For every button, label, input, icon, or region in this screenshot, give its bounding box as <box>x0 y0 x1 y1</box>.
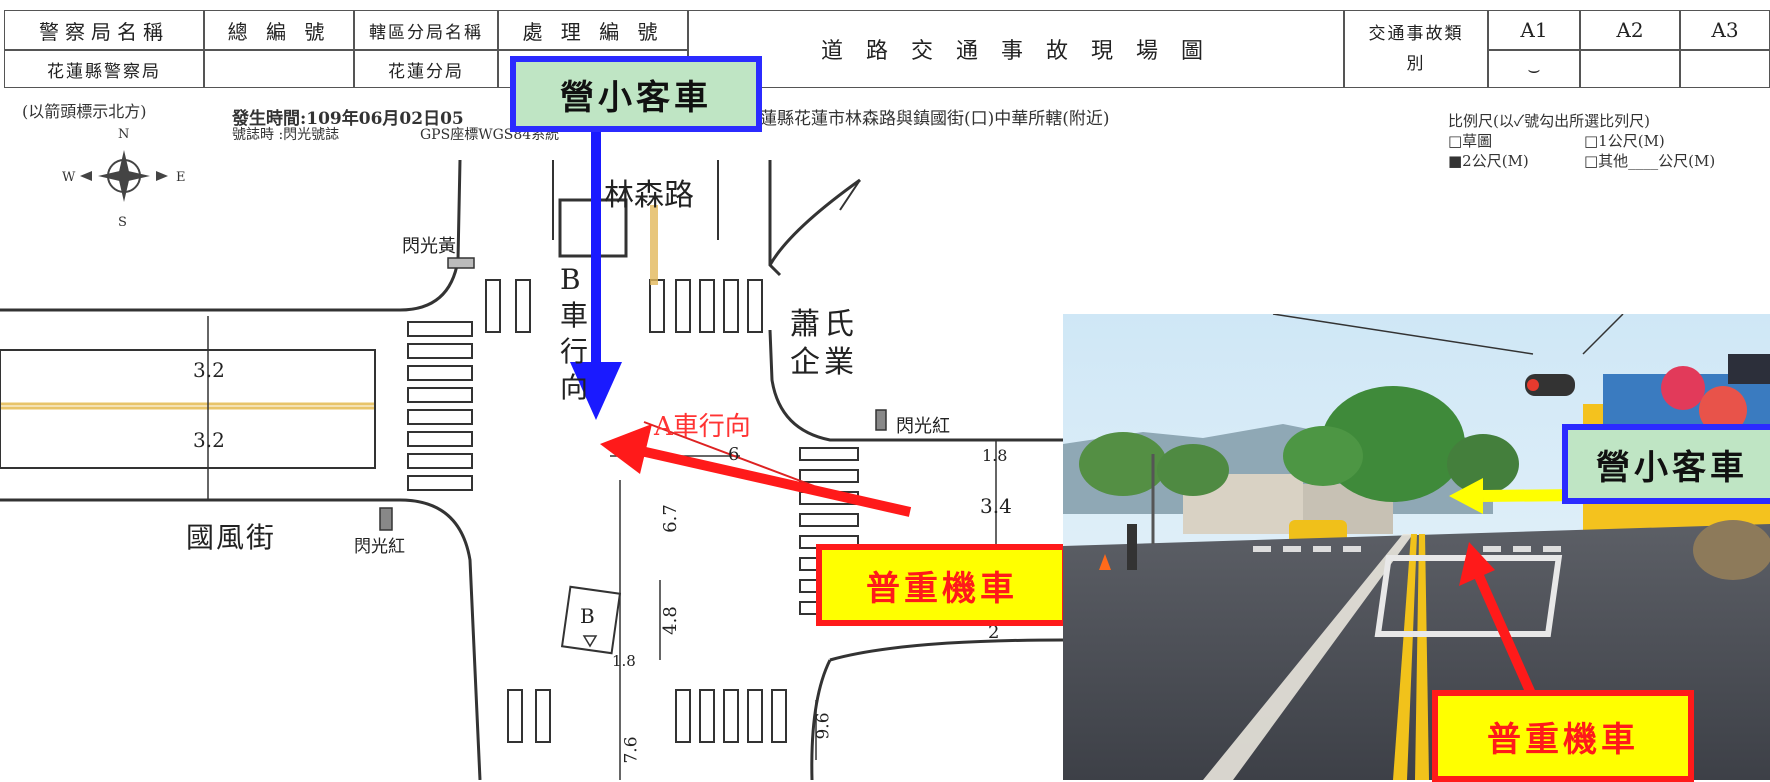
vehicle-b-position-icon <box>560 585 622 655</box>
case-number-label: 處 理 編 號 <box>498 10 688 50</box>
north-note: (以箭頭標示北方) <box>22 102 147 121</box>
accident-type-label: 交通事故類別 <box>1344 10 1488 88</box>
flash-red-signal-icon <box>379 507 393 531</box>
district-label: 轄區分局名稱 <box>354 10 498 50</box>
crosswalk-south <box>507 689 787 743</box>
compass-e: E <box>176 170 186 185</box>
type-a2-check <box>1580 50 1680 88</box>
dimension-6-7: 6.7 <box>659 504 681 533</box>
vehicle-b-direction-label: B車行向 <box>560 263 589 404</box>
scale-2m: ■2公尺(M) <box>1448 152 1529 170</box>
district-value: 花蓮分局 <box>354 50 498 88</box>
dimension-3-2-a: 3.2 <box>193 358 225 382</box>
dimension-9-6: 9.6 <box>813 712 834 740</box>
flash-red-signal-icon-2 <box>875 409 887 431</box>
compass-w: W <box>62 170 76 185</box>
flash-yellow-label: 閃光黃 <box>402 236 456 257</box>
dimension-6: 6 <box>728 444 740 465</box>
accident-location: 蓮縣花蓮市林森路與鎮國街(口)中華所轄(附近) <box>760 109 1110 129</box>
type-a2: A2 <box>1580 10 1680 50</box>
xiao-enterprise-label: 蕭氏企業 <box>790 307 858 380</box>
car-callout-top: 營小客車 <box>510 56 762 132</box>
road-label-linsen: 林森路 <box>604 178 694 213</box>
vehicle-b-marker-label: B <box>580 604 595 628</box>
type-a1: A1 <box>1488 10 1580 50</box>
occurrence-time: 發生時間:109年06月02日05 <box>232 109 464 129</box>
motorcycle-callout-diagram: 普重機車 <box>816 544 1068 626</box>
car-callout-photo: 營小客車 <box>1562 424 1770 504</box>
photo-motorcycle-direction-arrow <box>1459 542 1538 701</box>
scale-1m: □1公尺(M) <box>1584 132 1665 150</box>
scale-other: □其他____公尺(M) <box>1584 152 1716 170</box>
road-label-guofeng: 國風街 <box>186 521 277 554</box>
total-number-value <box>204 50 354 88</box>
dimension-3-4: 3.4 <box>980 494 1012 518</box>
total-number-label: 總 編 號 <box>204 10 354 50</box>
motorcycle-direction-arrow <box>600 424 912 517</box>
police-station-label: 警察局名稱 <box>4 10 204 50</box>
compass-icon <box>80 150 168 202</box>
scale-sketch: □草圖 <box>1448 132 1493 150</box>
road-edges <box>0 159 1064 780</box>
motorcycle-callout-photo: 普重機車 <box>1432 690 1694 782</box>
type-a1-checkmark: ⌣ <box>1488 50 1580 88</box>
crosswalk-north <box>485 279 763 333</box>
dimension-2: 2 <box>988 622 1000 643</box>
dimension-3-2-b: 3.2 <box>193 428 225 452</box>
signal-type: 號誌時 :閃光號誌 <box>232 127 340 143</box>
police-station-value: 花蓮縣警察局 <box>4 50 204 88</box>
diagram-title: 道 路 交 通 事 故 現 場 圖 <box>688 10 1344 88</box>
compass-n: N <box>118 127 129 142</box>
crosswalk-west <box>407 321 473 491</box>
flash-red-label: 閃光紅 <box>354 537 405 557</box>
dimension-7-6: 7.6 <box>621 736 642 764</box>
report-header: 警察局名稱 總 編 號 轄區分局名稱 處 理 編 號 花蓮縣警察局 花蓮分局 道… <box>0 0 1770 88</box>
flash-yellow-signal-icon <box>447 257 475 269</box>
vehicle-b-direction-arrow <box>570 120 622 420</box>
compass-s: S <box>118 215 127 230</box>
vehicle-a-direction-label: A車行向 <box>654 412 751 442</box>
dimension-4-8: 4.8 <box>659 606 681 635</box>
dimension-1-8-a: 1.8 <box>982 446 1008 465</box>
dimension-1-8-b: 1.8 <box>612 652 636 670</box>
flash-red-label-2: 閃光紅 <box>896 416 950 437</box>
scale-title: 比例尺(以✓號勾出所選比列尺) <box>1448 112 1650 130</box>
